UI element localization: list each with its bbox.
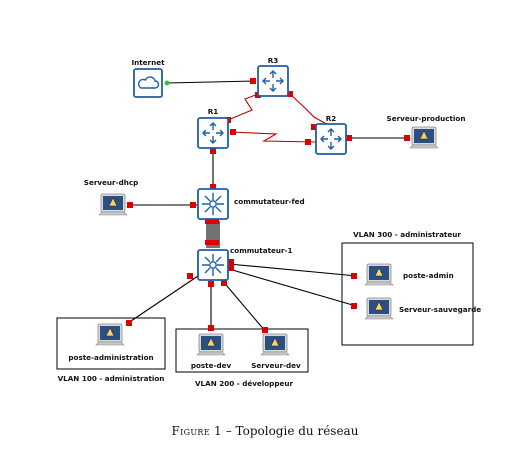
workstation-serveur-dev[interactable] <box>260 333 290 356</box>
linux-workstation-icon <box>105 327 115 337</box>
label-serveur-sauvegarde: Serveur-sauvegarde <box>399 305 481 314</box>
label-vlan200: VLAN 200 - développeur <box>195 379 293 388</box>
caption-separator: – <box>222 424 236 438</box>
router-r3[interactable] <box>257 65 289 97</box>
label-r3: R3 <box>268 56 279 65</box>
workstation-serveur-dhcp[interactable] <box>98 193 128 216</box>
router-icon <box>202 122 224 144</box>
linux-workstation-icon <box>108 197 118 207</box>
router-icon <box>320 128 342 150</box>
serial-r1-r2 <box>229 131 317 143</box>
vlan300-box <box>341 242 474 346</box>
workstation-poste-administration[interactable] <box>95 323 125 346</box>
port-markers <box>126 78 410 333</box>
internet-node[interactable] <box>133 68 163 98</box>
workstation-serveur-production[interactable] <box>409 126 439 149</box>
label-serveur-dhcp: Serveur-dhcp <box>84 178 138 187</box>
link-sw1-poste-admin <box>228 263 358 277</box>
vlan100-box <box>56 317 166 370</box>
label-vlan100: VLAN 100 - administration <box>58 374 165 383</box>
label-serveur-dev: Serveur-dev <box>251 361 301 370</box>
internet-port <box>164 80 170 86</box>
label-r1: R1 <box>208 107 219 116</box>
switch-commutateur-1[interactable] <box>197 249 229 281</box>
ethernet-links <box>127 80 410 333</box>
cloud-icon <box>137 76 160 89</box>
workstation-poste-admin[interactable] <box>364 263 394 286</box>
link-sw1-serveur-dev <box>220 278 267 333</box>
label-commutateur-1: commutateur-1 <box>230 246 293 255</box>
linux-workstation-icon <box>374 301 384 311</box>
label-poste-admin: poste-admin <box>403 271 454 280</box>
figure-caption: Figure 1 – Topologie du réseau <box>172 424 359 438</box>
label-internet: Internet <box>131 58 165 67</box>
linux-workstation-icon <box>374 267 384 277</box>
serial-r3-r1 <box>227 93 259 121</box>
label-poste-dev: poste-dev <box>191 361 232 370</box>
caption-text: Topologie du réseau <box>236 424 359 438</box>
label-r2: R2 <box>326 114 337 123</box>
switch-commutateur-fed[interactable] <box>197 188 229 220</box>
linux-workstation-icon <box>419 130 429 140</box>
label-serveur-production: Serveur-production <box>387 114 466 123</box>
label-poste-administration: poste-administration <box>68 353 153 362</box>
label-vlan300: VLAN 300 - administrateur <box>353 230 461 239</box>
label-commutateur-fed: commutateur-fed <box>234 197 305 206</box>
vlan200-box <box>175 328 309 373</box>
serial-links <box>227 92 331 143</box>
router-r1[interactable] <box>197 117 229 149</box>
workstation-serveur-sauvegarde[interactable] <box>364 297 394 320</box>
switch-icon <box>202 193 224 215</box>
serial-r3-r2 <box>288 92 331 127</box>
link-sw1-poste-administration <box>127 275 199 324</box>
link-internet-r3 <box>166 80 256 84</box>
linux-workstation-icon <box>270 337 280 347</box>
link-sw1-serveur-sauvegarde <box>228 268 357 307</box>
caption-figure-number: Figure 1 <box>172 424 222 438</box>
internet-frame <box>133 68 163 98</box>
switch-icon <box>202 254 224 276</box>
workstation-poste-dev[interactable] <box>196 333 226 356</box>
router-icon <box>262 70 284 92</box>
router-r2[interactable] <box>315 123 347 155</box>
linux-workstation-icon <box>206 337 216 347</box>
